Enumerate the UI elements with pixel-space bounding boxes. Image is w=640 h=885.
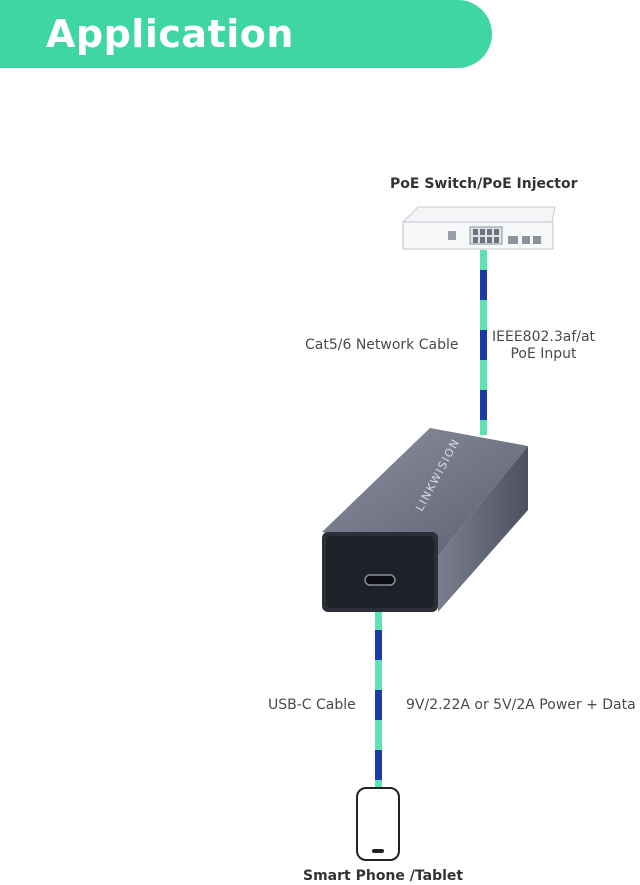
usb-c-port-icon <box>364 574 396 586</box>
network-cable-label: Cat5/6 Network Cable <box>305 337 459 353</box>
poe-input-line1: IEEE802.3af/at <box>492 329 596 345</box>
phone-label: Smart Phone /Tablet <box>303 868 464 884</box>
header-banner: Application Diagram <box>0 0 492 108</box>
poe-input-line2: PoE Input <box>510 346 577 362</box>
network-cable <box>480 250 487 435</box>
switch-label: PoE Switch/PoE Injector <box>390 176 578 192</box>
smartphone-icon <box>356 787 400 861</box>
poe-splitter-device: LINKWISION <box>322 428 528 612</box>
usb-cable-label: USB-C Cable <box>268 697 356 713</box>
usb-c-cable <box>375 588 382 788</box>
poe-input-label: IEEE802.3af/at PoE Input <box>492 329 595 363</box>
power-data-label: 9V/2.22A or 5V/2A Power + Data <box>406 697 636 713</box>
poe-switch-icon <box>401 206 556 250</box>
page-title: Application Diagram <box>46 12 294 108</box>
